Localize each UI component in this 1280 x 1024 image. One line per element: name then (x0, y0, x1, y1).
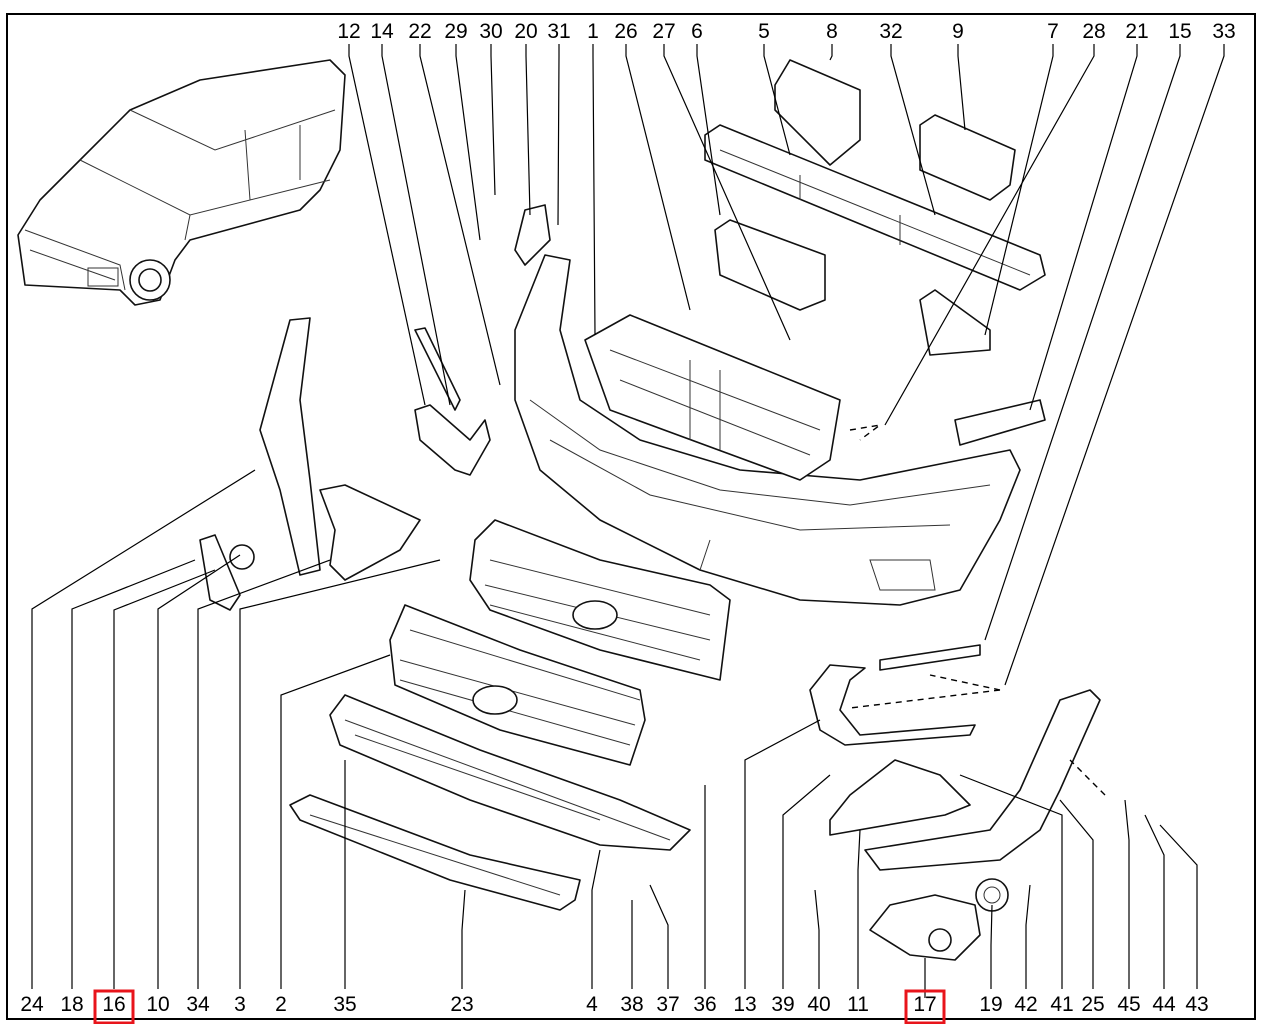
leader-line-16 (113, 569, 216, 989)
left-side-brackets (199, 204, 551, 611)
leader-line-19 (990, 904, 993, 989)
part-label-45: 45 (1117, 993, 1140, 1016)
part-label-19: 19 (979, 993, 1002, 1016)
leader-line-25 (1059, 799, 1094, 989)
part-label-6: 6 (691, 20, 703, 43)
part-label-2: 2 (275, 993, 287, 1016)
leader-line-27 (663, 44, 791, 341)
part-label-28: 28 (1082, 20, 1105, 43)
part-label-18: 18 (60, 993, 83, 1016)
part-label-1: 1 (587, 20, 599, 43)
part-label-21: 21 (1125, 20, 1148, 43)
leader-line-23 (461, 889, 466, 989)
part-label-17: 17 (913, 993, 936, 1016)
leader-line-30 (490, 44, 496, 196)
part-label-42: 42 (1014, 993, 1037, 1016)
part-label-37: 37 (656, 993, 679, 1016)
leader-line-43 (1159, 824, 1198, 989)
part-label-13: 13 (733, 993, 756, 1016)
highlight-box-16 (93, 989, 135, 1024)
leader-line-13 (744, 719, 821, 989)
leader-line-29 (455, 44, 481, 241)
bumper-beam-part-5 (704, 59, 1046, 446)
part-label-7: 7 (1047, 20, 1059, 43)
leader-line-33 (1004, 44, 1225, 686)
leader-lines (31, 44, 1225, 998)
leader-line-34 (197, 559, 331, 989)
leader-line-7 (984, 44, 1054, 336)
highlight-box-17 (904, 989, 946, 1024)
part-label-27: 27 (652, 20, 675, 43)
leader-line-15 (984, 44, 1181, 641)
right-side-parts (809, 644, 1101, 961)
leader-line-9 (957, 44, 966, 131)
part-label-10: 10 (146, 993, 169, 1016)
leader-line-32 (890, 44, 936, 216)
leader-line-18 (71, 559, 196, 989)
leader-line-39 (782, 774, 831, 989)
leader-line-8 (829, 44, 833, 61)
part-label-9: 9 (952, 20, 964, 43)
part-label-14: 14 (370, 20, 394, 43)
part-label-11: 11 (847, 993, 869, 1016)
leader-line-42 (1025, 884, 1031, 989)
leader-line-2 (280, 654, 391, 989)
part-label-43: 43 (1185, 993, 1208, 1016)
part-label-29: 29 (444, 20, 467, 43)
part-label-32: 32 (879, 20, 902, 43)
leader-line-44 (1144, 814, 1165, 989)
leader-line-6 (696, 44, 721, 216)
part-label-12: 12 (337, 20, 360, 43)
part-label-16: 16 (102, 993, 125, 1016)
part-label-25: 25 (1081, 993, 1104, 1016)
assembly-arrows (849, 424, 1106, 796)
part-label-20: 20 (514, 20, 537, 43)
part-label-36: 36 (693, 993, 716, 1016)
highlighted-fog-lamp-area (87, 267, 119, 287)
part-label-4: 4 (586, 993, 598, 1016)
part-label-26: 26 (614, 20, 637, 43)
leader-line-28 (884, 44, 1095, 426)
leader-line-5 (763, 44, 791, 156)
part-label-44: 44 (1152, 993, 1176, 1016)
leader-line-12 (348, 44, 426, 406)
grilles-parts-2-3 (289, 519, 731, 911)
leader-line-14 (381, 44, 451, 406)
leader-line-26 (625, 44, 691, 311)
part-label-39: 39 (771, 993, 794, 1016)
leader-line-45 (1124, 799, 1130, 989)
leader-line-20 (525, 44, 531, 216)
part-label-40: 40 (807, 993, 830, 1016)
leader-line-4 (591, 849, 601, 989)
part-label-31: 31 (547, 20, 570, 43)
front-bumper-part-1 (514, 254, 1021, 606)
part-label-5: 5 (758, 20, 770, 43)
leader-line-41 (959, 774, 1063, 989)
part-label-30: 30 (479, 20, 502, 43)
part-label-34: 34 (186, 993, 210, 1016)
part-label-8: 8 (826, 20, 838, 43)
leader-line-11 (857, 829, 861, 989)
vehicle-thumbnail (17, 59, 346, 306)
leader-line-31 (557, 44, 560, 226)
leader-line-40 (814, 889, 820, 989)
part-label-15: 15 (1168, 20, 1191, 43)
part-label-33: 33 (1212, 20, 1235, 43)
part-label-23: 23 (450, 993, 473, 1016)
part-label-22: 22 (408, 20, 431, 43)
leader-line-37 (649, 884, 669, 989)
part-label-41: 41 (1050, 993, 1073, 1016)
leader-line-10 (157, 554, 241, 989)
leader-line-22 (419, 44, 501, 386)
part-label-3: 3 (234, 993, 246, 1016)
leader-line-24 (31, 469, 256, 989)
part-label-35: 35 (333, 993, 356, 1016)
diagram-frame (6, 13, 1256, 1020)
part-label-24: 24 (20, 993, 44, 1016)
leader-line-21 (1029, 44, 1138, 411)
leader-line-3 (239, 559, 441, 989)
part-label-38: 38 (620, 993, 643, 1016)
leader-line-1 (592, 44, 596, 336)
